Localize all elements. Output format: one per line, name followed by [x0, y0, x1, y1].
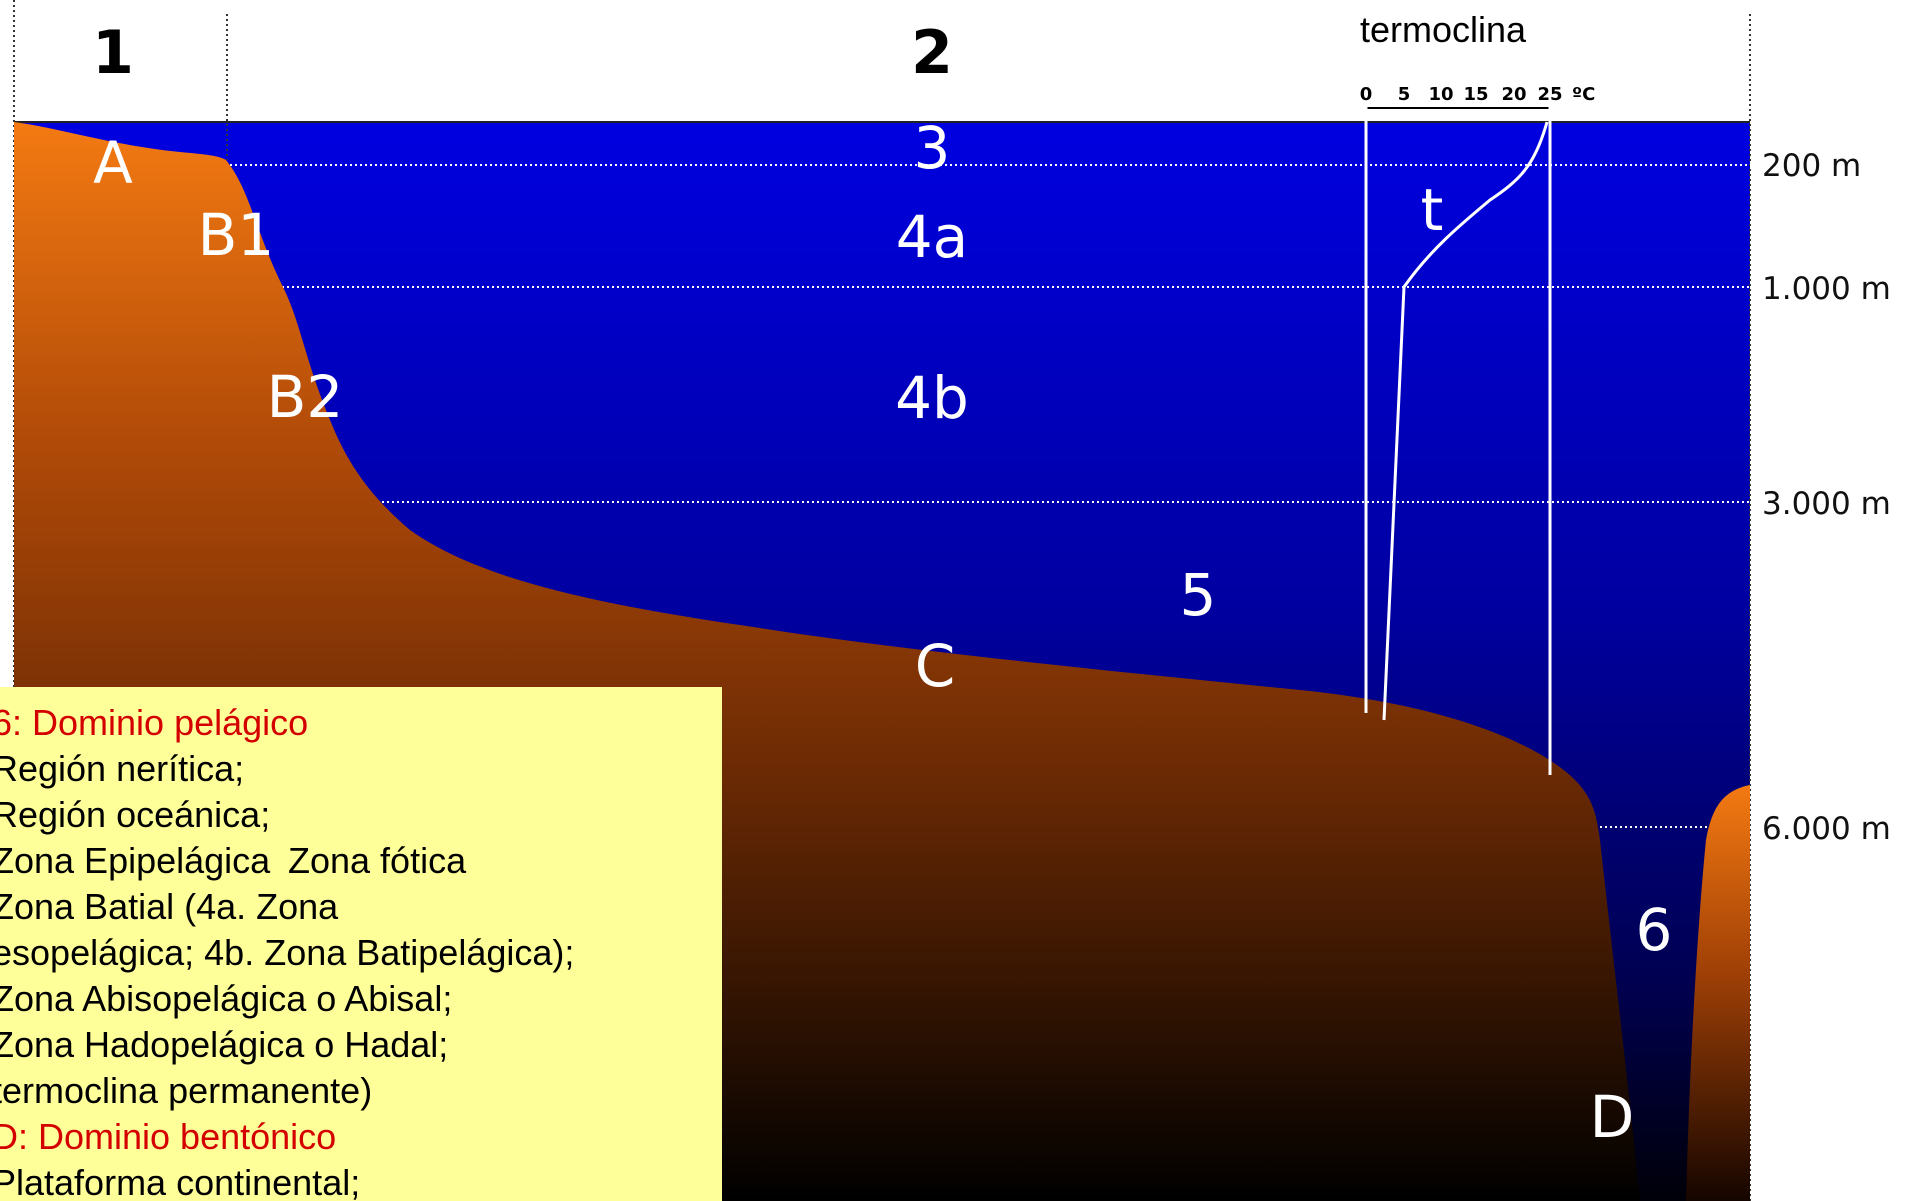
- legend-line-abyssal: Zona Abisopelágica o Abisal;: [0, 978, 453, 1019]
- scale-tick-5: 5: [1398, 84, 1411, 105]
- thermocline-curve: [1382, 121, 1549, 721]
- legend-line-neritic: Región nerítica;: [0, 748, 245, 789]
- label-B2: B2: [267, 363, 344, 431]
- depth-label-200: 200 m: [1762, 148, 1861, 184]
- legend-line-epipelagic: Zona Epipelágica: [0, 840, 271, 881]
- label-D: D: [1590, 1083, 1635, 1151]
- scale-unit: ºC: [1572, 84, 1595, 105]
- label-t: t: [1421, 176, 1444, 244]
- legend-line-oceanic: Región oceánica;: [0, 794, 271, 835]
- scale-tick-15: 15: [1463, 84, 1488, 105]
- label-C: C: [915, 632, 956, 700]
- scale-tick-25: 25: [1537, 84, 1562, 105]
- legend-line-mesopelagic: esopelágica; 4b. Zona Batipelágica);: [0, 932, 575, 973]
- thermocline-panel: [1364, 104, 1552, 775]
- legend-line-bathyal: Zona Batial (4a. Zona: [0, 886, 339, 927]
- zone-number-2: 2: [911, 18, 953, 88]
- label-4b: 4b: [895, 364, 969, 432]
- legend-box: 6: Dominio pelágico Región nerítica; Reg…: [0, 687, 722, 1201]
- scale-tick-0: 0: [1360, 84, 1373, 105]
- label-3: 3: [914, 114, 951, 182]
- label-5: 5: [1180, 561, 1217, 629]
- depth-label-1000: 1.000 m: [1762, 271, 1891, 307]
- scale-tick-20: 20: [1501, 84, 1526, 105]
- zone-number-1: 1: [92, 18, 134, 88]
- legend-line-thermocline: termoclina permanente): [0, 1070, 373, 1111]
- legend-line-shelf: Plataforma continental;: [0, 1162, 361, 1201]
- legend-line-pelagic: 6: Dominio pelágico: [0, 702, 309, 743]
- thermocline-title: termoclina: [1360, 9, 1527, 50]
- legend-line-photic: Zona fótica: [288, 840, 467, 881]
- label-4a: 4a: [896, 203, 968, 271]
- legend-line-hadal: Zona Hadopelágica o Hadal;: [0, 1024, 449, 1065]
- depth-label-6000: 6.000 m: [1762, 811, 1891, 847]
- trench-wall: [1686, 785, 1750, 1201]
- label-6: 6: [1636, 896, 1673, 964]
- label-A: A: [93, 129, 133, 197]
- scale-tick-10: 10: [1428, 84, 1453, 105]
- legend-line-benthic: D: Dominio bentónico: [0, 1116, 337, 1157]
- label-B1: B1: [198, 201, 275, 269]
- depth-label-3000: 3.000 m: [1762, 486, 1891, 522]
